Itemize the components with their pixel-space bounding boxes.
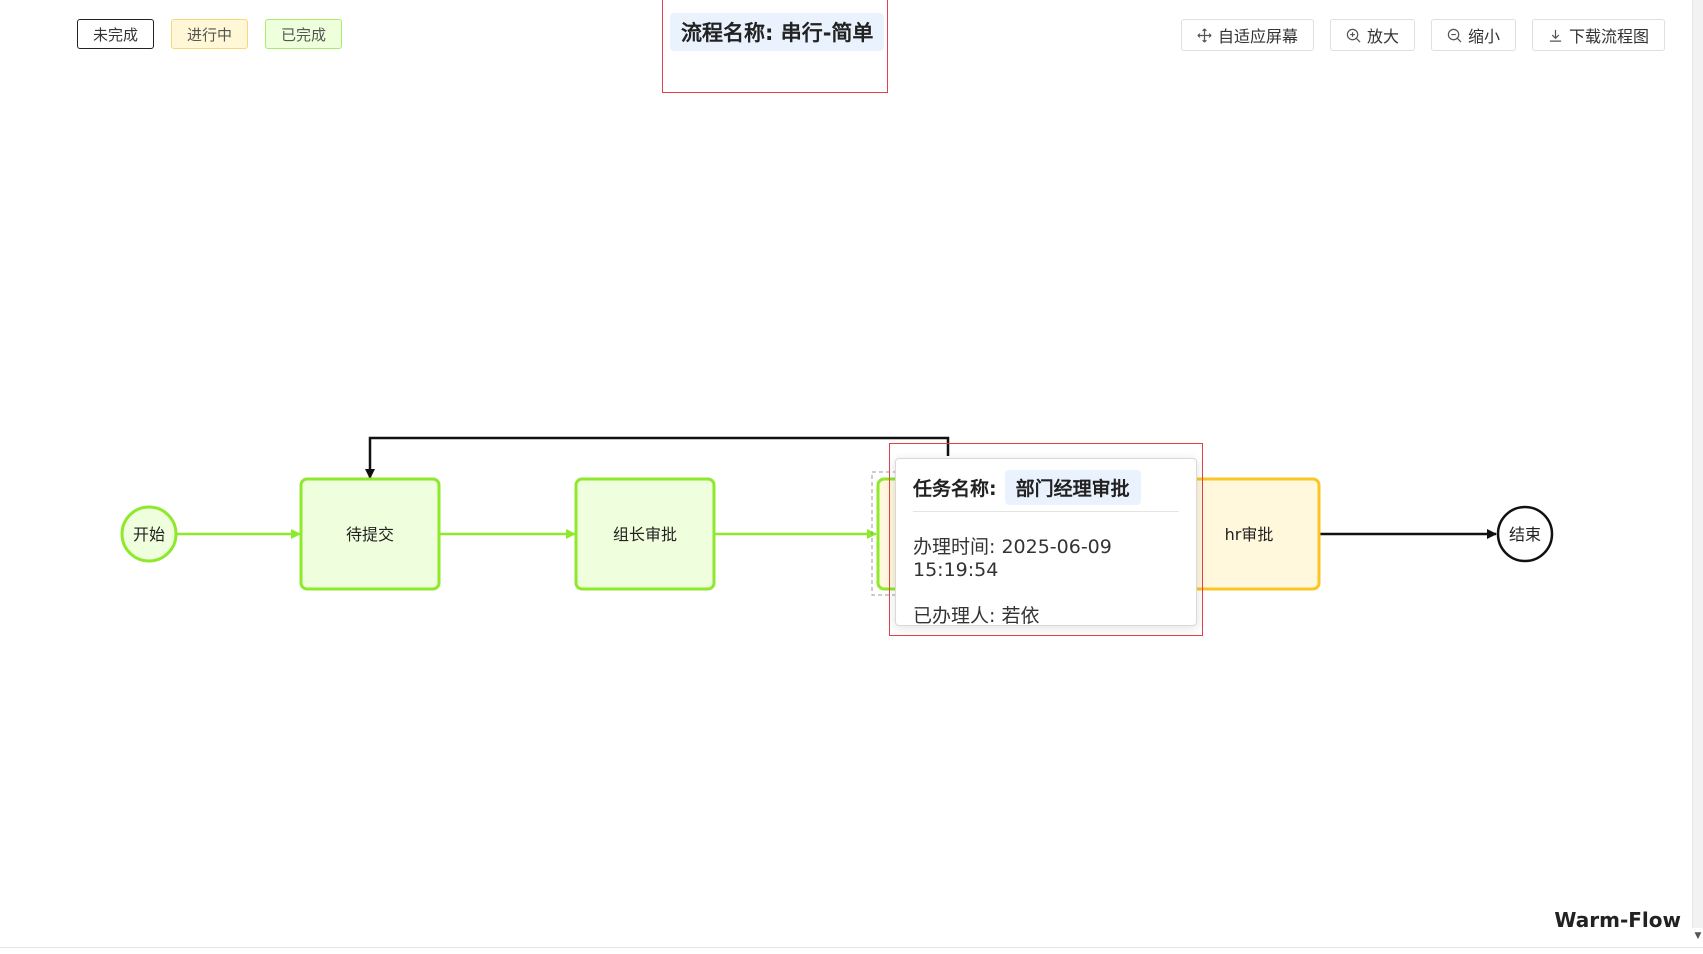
zoom-in-icon: [1346, 28, 1361, 42]
flow-canvas: 开始 待提交 组长审批 hr审批 结束: [120, 436, 1554, 596]
move-icon: [1197, 28, 1212, 42]
leader-node-label: 组长审批: [613, 525, 677, 544]
download-button[interactable]: 下载流程图: [1531, 19, 1665, 51]
vertical-scrollbar[interactable]: [1692, 0, 1703, 928]
end-node-label: 结束: [1509, 525, 1541, 544]
start-node[interactable]: [120, 505, 178, 563]
legend-done: 已完成: [265, 19, 343, 49]
zoom-in-label: 放大: [1366, 27, 1399, 46]
fit-screen-label: 自适应屏幕: [1217, 27, 1298, 46]
handle-time: 办理时间: 2025-06-09 15:19:54: [913, 536, 1112, 581]
download-label: 下载流程图: [1568, 27, 1649, 46]
download-icon: [1549, 29, 1562, 42]
legend-pending: 未完成: [77, 19, 155, 49]
status-legend: 未完成 进行中 已完成: [77, 19, 343, 49]
horizontal-scrollbar[interactable]: [0, 947, 1703, 954]
hr-node-label: hr审批: [1225, 525, 1274, 544]
toolbar: 自适应屏幕 放大 缩小 下载流程图: [1180, 19, 1665, 51]
start-node-label: 开始: [133, 525, 165, 544]
title-highlight: 流程名称: 串行-简单: [662, 0, 888, 93]
fit-screen-button[interactable]: 自适应屏幕: [1180, 19, 1314, 51]
leader-node[interactable]: [574, 477, 716, 591]
flow-title: 流程名称: 串行-简单: [670, 13, 885, 51]
brand-logo: Warm-Flow: [1554, 908, 1681, 932]
legend-active: 进行中: [171, 19, 249, 49]
zoom-out-button[interactable]: 缩小: [1430, 19, 1516, 51]
task-name-value: 部门经理审批: [1004, 470, 1141, 505]
zoom-in-button[interactable]: 放大: [1329, 19, 1415, 51]
handler: 已办理人: 若依: [913, 605, 1040, 627]
zoom-out-label: 缩小: [1467, 27, 1500, 46]
edge-reject-back[interactable]: [365, 436, 950, 479]
zoom-out-icon: [1447, 28, 1462, 42]
task-name-label: 任务名称:: [913, 478, 997, 500]
submit-node-label: 待提交: [346, 525, 394, 544]
end-node[interactable]: [1496, 505, 1554, 563]
scroll-down-icon[interactable]: ▼: [1694, 931, 1702, 941]
tooltip-header: 任务名称: 部门经理审批: [913, 470, 1179, 512]
task-tooltip: 任务名称: 部门经理审批 办理时间: 2025-06-09 15:19:54 已…: [895, 458, 1197, 627]
submit-node[interactable]: [299, 477, 441, 591]
